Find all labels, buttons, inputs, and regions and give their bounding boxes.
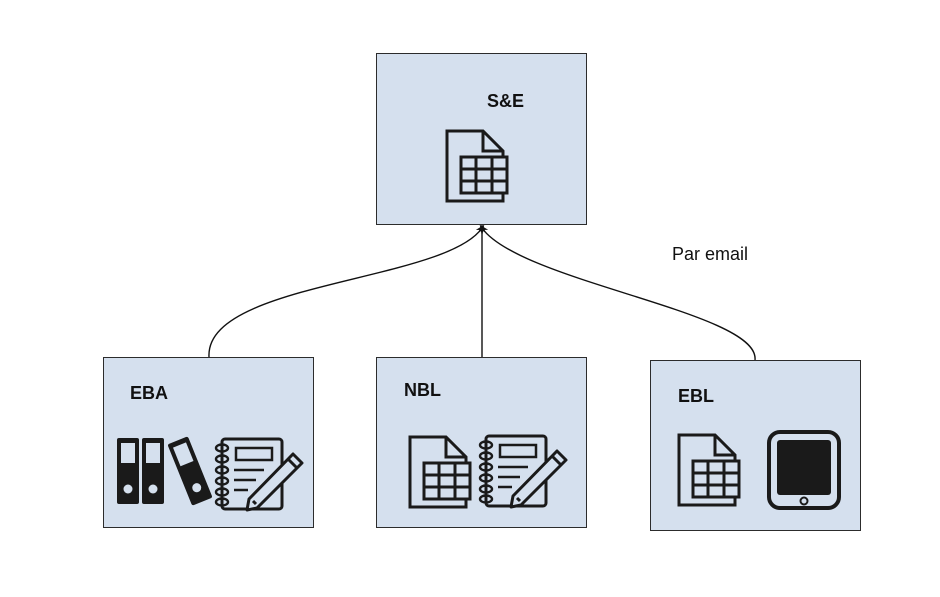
binder-icon <box>141 437 165 505</box>
edge-eba-to-se <box>208 224 485 358</box>
edge-ebl-to-se <box>479 224 756 361</box>
node-ebl[interactable]: EBL <box>650 360 861 531</box>
binder-icon <box>116 437 140 505</box>
binder-icon <box>168 436 212 506</box>
node-nbl[interactable]: NBL <box>376 357 587 528</box>
node-nbl-title: NBL <box>404 380 441 400</box>
node-eba[interactable]: EBA <box>103 357 314 528</box>
node-se-title: S&E <box>487 91 525 111</box>
node-ebl-title: EBL <box>678 386 714 406</box>
spreadsheet-icon <box>677 431 743 509</box>
notepad-pencil-icon <box>214 436 306 512</box>
spreadsheet-icon <box>408 433 474 511</box>
notepad-pencil-icon <box>478 433 570 509</box>
node-se[interactable]: S&E <box>376 53 587 225</box>
tablet-icon <box>767 430 841 510</box>
edge-label-par-email: Par email <box>672 244 749 264</box>
node-eba-title: EBA <box>130 383 169 403</box>
spreadsheet-icon <box>445 127 511 205</box>
